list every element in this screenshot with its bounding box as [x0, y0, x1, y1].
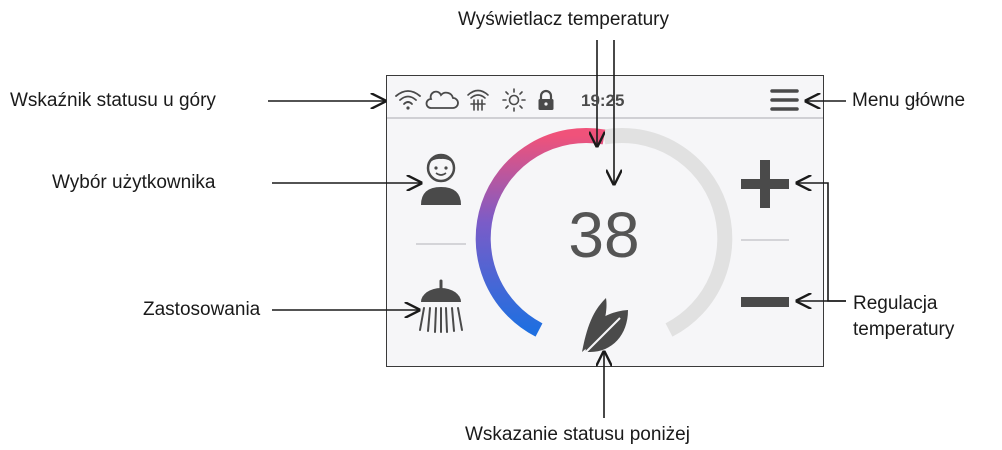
signal-tower-icon	[467, 89, 489, 111]
label-applications: Zastosowania	[143, 299, 261, 320]
temperature-value: 38	[568, 199, 640, 271]
hamburger-menu-icon[interactable]	[770, 89, 799, 111]
status-time: 19:25	[581, 91, 625, 110]
label-user-select: Wybór użytkownika	[52, 172, 216, 193]
arrow-temp-adjust-plus	[797, 183, 846, 302]
label-status-bottom: Wskazanie statusu poniżej	[465, 424, 690, 445]
shower-icon[interactable]	[419, 279, 463, 333]
plus-icon[interactable]	[741, 160, 789, 208]
label-temp-adjust-2: temperatury	[853, 319, 955, 340]
wifi-icon	[395, 90, 421, 110]
leaf-icon	[582, 298, 628, 355]
callout-arrows	[268, 40, 846, 418]
label-temperature-display: Wyświetlacz temperatury	[458, 9, 669, 30]
label-status-top: Wskaźnik statusu u góry	[10, 90, 216, 111]
temperature-arc[interactable]	[475, 127, 733, 337]
cloud-icon	[425, 90, 459, 109]
lock-icon	[538, 89, 554, 110]
sun-icon	[502, 88, 526, 112]
temperature-arc-fill	[475, 127, 606, 337]
user-avatar-icon[interactable]	[421, 153, 461, 205]
label-temp-adjust-1: Regulacja	[853, 293, 938, 314]
label-main-menu: Menu główne	[852, 90, 966, 111]
temperature-arc-track	[602, 127, 733, 337]
